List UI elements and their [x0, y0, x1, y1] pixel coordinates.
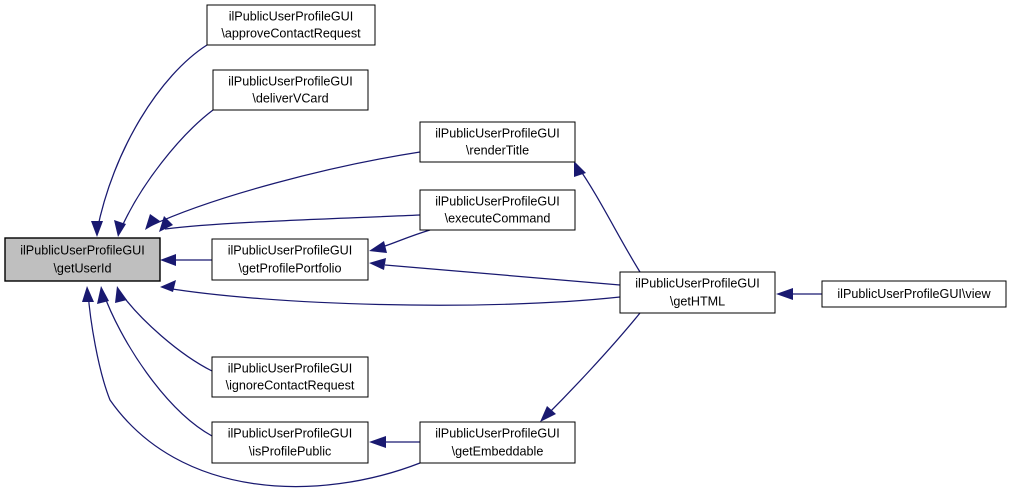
- node-getUserId[interactable]: ilPublicUserProfileGUI \getUserId: [4, 237, 161, 282]
- node-box-view[interactable]: [821, 280, 1007, 308]
- node-isProfilePublic[interactable]: ilPublicUserProfileGUI \isProfilePublic: [211, 421, 369, 464]
- node-box-getProfilePortfolio[interactable]: [211, 238, 369, 281]
- node-label-renderTitle-line2: \renderTitle: [466, 143, 529, 157]
- arrowhead-getProfilePortfolio-to-getUserId: [160, 254, 176, 266]
- node-box-deliverVCard[interactable]: [212, 69, 369, 111]
- node-box-getHTML[interactable]: [619, 271, 776, 314]
- node-getProfilePortfolio[interactable]: ilPublicUserProfileGUI \getProfilePortfo…: [211, 238, 369, 281]
- node-label-approveContactRequest-line1: ilPublicUserProfileGUI: [229, 9, 354, 23]
- arrowhead-getHTML-to-renderTitle: [574, 161, 586, 177]
- node-label-getHTML-line1: ilPublicUserProfileGUI: [635, 276, 760, 290]
- arrowhead-view-to-getHTML: [776, 288, 793, 300]
- node-layer: ilPublicUserProfileGUI \getUserId ilPubl…: [4, 4, 1007, 464]
- node-box-approveContactRequest[interactable]: [206, 4, 376, 46]
- node-box-ignoreContactRequest[interactable]: [211, 356, 369, 398]
- node-label-ignoreContactRequest-line1: ilPublicUserProfileGUI: [228, 361, 353, 375]
- arrowhead-isProfilePublic-to-getUserId: [97, 286, 109, 304]
- edge-deliverVCard-to-getUserId: [119, 109, 214, 232]
- arrowhead-getHTML-to-getEmbeddable: [540, 406, 556, 422]
- node-box-executeCommand[interactable]: [419, 189, 576, 231]
- edge-renderTitle-to-getUserId: [149, 151, 421, 227]
- node-label-getEmbeddable-line2: \getEmbeddable: [452, 444, 544, 458]
- node-label-executeCommand-line2: \executeCommand: [445, 211, 551, 225]
- node-label-approveContactRequest-line2: \approveContactRequest: [221, 26, 361, 40]
- edge-getHTML-to-getEmbeddable: [544, 312, 641, 418]
- arrowhead-deliverVCard-to-getUserId: [114, 220, 126, 237]
- node-label-getProfilePortfolio-line1: ilPublicUserProfileGUI: [228, 243, 353, 257]
- edge-getEmbeddable-to-getUserId: [87, 291, 421, 488]
- node-box-renderTitle[interactable]: [419, 121, 576, 163]
- node-deliverVCard[interactable]: ilPublicUserProfileGUI \deliverVCard: [212, 69, 369, 111]
- arrowhead-executeCommand-to-getUserId: [159, 216, 173, 232]
- arrowhead-getHTML-to-getProfilePortfolio: [369, 258, 386, 270]
- node-label-renderTitle-line1: ilPublicUserProfileGUI: [435, 126, 560, 140]
- edge-isProfilePublic-to-getUserId: [102, 291, 213, 437]
- edge-approveContactRequest-to-getUserId: [96, 44, 208, 232]
- node-label-getProfilePortfolio-line2: \getProfilePortfolio: [239, 261, 342, 275]
- arrowhead-approveContactRequest-to-getUserId: [91, 221, 103, 237]
- arrowhead-executeCommand-to-getProfilePortfolio: [369, 241, 387, 253]
- node-executeCommand[interactable]: ilPublicUserProfileGUI \executeCommand: [419, 189, 576, 231]
- arrowhead-getHTML-to-getUserId: [160, 280, 176, 292]
- node-label-isProfilePublic-line2: \isProfilePublic: [249, 444, 332, 458]
- node-getHTML[interactable]: ilPublicUserProfileGUI \getHTML: [619, 271, 776, 314]
- node-approveContactRequest[interactable]: ilPublicUserProfileGUI \approveContactRe…: [206, 4, 376, 46]
- node-getEmbeddable[interactable]: ilPublicUserProfileGUI \getEmbeddable: [419, 421, 576, 464]
- edge-executeCommand-to-getProfilePortfolio: [384, 229, 431, 247]
- node-label-executeCommand-line1: ilPublicUserProfileGUI: [435, 194, 560, 208]
- edge-getHTML-to-getProfilePortfolio: [384, 264, 621, 286]
- node-renderTitle[interactable]: ilPublicUserProfileGUI \renderTitle: [419, 121, 576, 163]
- edge-getHTML-to-renderTitle: [577, 166, 641, 273]
- edge-executeCommand-to-getUserId: [164, 214, 421, 230]
- node-label-isProfilePublic-line1: ilPublicUserProfileGUI: [228, 426, 353, 440]
- node-label-getEmbeddable-line1: ilPublicUserProfileGUI: [435, 426, 560, 440]
- arrowhead-getEmbeddable-to-getUserId: [82, 286, 94, 302]
- node-label-ignoreContactRequest-line2: \ignoreContactRequest: [226, 378, 355, 392]
- node-label-getUserId-line2: \getUserId: [53, 261, 111, 275]
- node-label-deliverVCard-line2: \deliverVCard: [252, 91, 328, 105]
- arrowhead-renderTitle-to-getUserId: [145, 214, 160, 230]
- node-view[interactable]: ilPublicUserProfileGUI\view: [821, 280, 1007, 308]
- node-label-view-line1: ilPublicUserProfileGUI\view: [837, 287, 991, 301]
- node-label-getHTML-line2: \getHTML: [670, 294, 725, 308]
- edge-layer: [82, 44, 822, 488]
- arrowhead-getEmbeddable-to-isProfilePublic: [369, 436, 386, 448]
- edge-getHTML-to-getUserId: [165, 287, 621, 306]
- node-label-getUserId-line1: ilPublicUserProfileGUI: [20, 243, 145, 257]
- edge-ignoreContactRequest-to-getUserId: [119, 291, 213, 372]
- node-box-getEmbeddable[interactable]: [419, 421, 576, 464]
- node-ignoreContactRequest[interactable]: ilPublicUserProfileGUI \ignoreContactReq…: [211, 356, 369, 398]
- node-box-getUserId[interactable]: [4, 237, 161, 282]
- node-box-isProfilePublic[interactable]: [211, 421, 369, 464]
- node-label-deliverVCard-line1: ilPublicUserProfileGUI: [228, 74, 353, 88]
- arrowhead-ignoreContactRequest-to-getUserId: [115, 286, 127, 303]
